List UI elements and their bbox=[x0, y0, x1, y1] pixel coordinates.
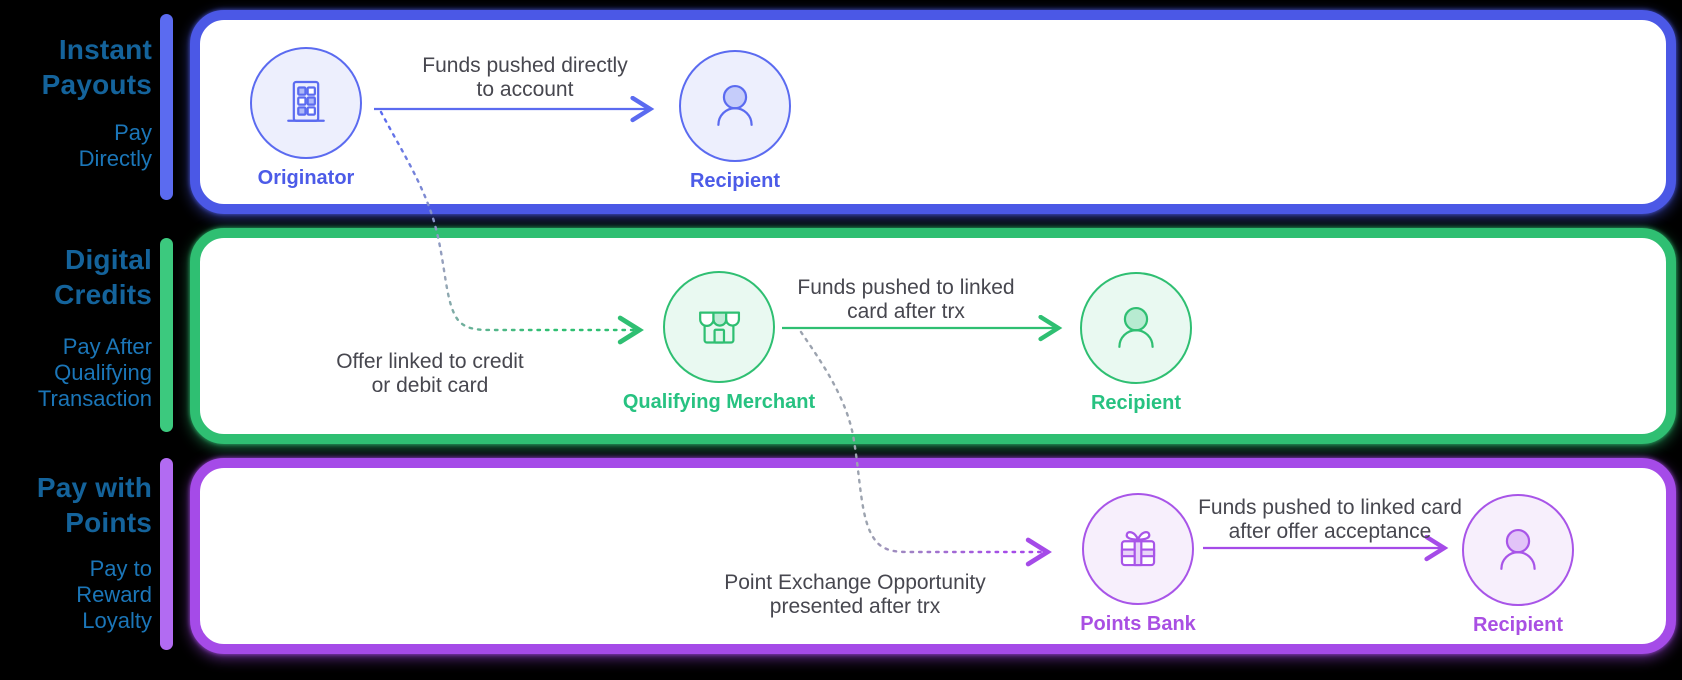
row2-arrow-label-line: Funds pushed to linked bbox=[797, 276, 1015, 299]
row3-inbound-label-line: presented after trx bbox=[769, 595, 941, 618]
points-bank-node bbox=[1082, 493, 1194, 605]
row1-arrow-label: Funds pushed directly to account bbox=[375, 54, 675, 102]
originator-node bbox=[250, 47, 362, 159]
row1-accent-bar bbox=[160, 14, 173, 200]
row2-subtitle-line: Transaction bbox=[37, 386, 152, 411]
row1-title-line: Instant bbox=[58, 34, 152, 65]
row2-arrow-label-line: card after trx bbox=[847, 300, 965, 323]
row2-title-line: Digital bbox=[65, 244, 152, 275]
row3-arrow-label-line: Funds pushed to linked card bbox=[1198, 496, 1462, 519]
person-icon bbox=[1500, 528, 1536, 570]
row3-title-line: Points bbox=[65, 507, 152, 538]
row2-arrow-label: Funds pushed to linked card after trx bbox=[756, 276, 1056, 324]
row3-arrow-label-line: after offer acceptance bbox=[1228, 520, 1432, 543]
row2-accent-bar bbox=[160, 238, 173, 432]
digital-credits-panel bbox=[190, 228, 1676, 444]
row2-subtitle-line: Pay After bbox=[62, 334, 152, 359]
row2-title: Digital Credits bbox=[0, 242, 152, 312]
row3-inbound-label: Point Exchange Opportunity presented aft… bbox=[705, 571, 1005, 619]
row3-subtitle-line: Reward bbox=[76, 582, 152, 607]
row3-inbound-label-line: Point Exchange Opportunity bbox=[724, 571, 986, 594]
row1-recipient-label: Recipient bbox=[689, 170, 781, 192]
row2-recipient-node bbox=[1080, 272, 1192, 384]
row3-arrow-label: Funds pushed to linked card after offer … bbox=[1180, 496, 1480, 544]
row3-title: Pay with Points bbox=[0, 470, 152, 540]
row2-inbound-label-line: or debit card bbox=[371, 374, 489, 397]
person-icon bbox=[717, 84, 753, 126]
row1-subtitle-line: Pay bbox=[114, 120, 152, 145]
row1-arrow-label-line: Funds pushed directly bbox=[422, 54, 628, 77]
row1-subtitle: Pay Directly bbox=[0, 120, 152, 172]
points-bank-label: Points Bank bbox=[1080, 613, 1196, 635]
row3-recipient-node bbox=[1462, 494, 1574, 606]
row2-inbound-label-line: Offer linked to credit bbox=[336, 350, 524, 373]
row3-subtitle-line: Loyalty bbox=[82, 608, 152, 633]
row1-arrow-label-line: to account bbox=[476, 78, 574, 101]
building-icon bbox=[287, 80, 325, 122]
row2-subtitle-line: Qualifying bbox=[54, 360, 152, 385]
qualifying-merchant-label: Qualifying Merchant bbox=[622, 391, 816, 413]
row2-subtitle: Pay After Qualifying Transaction bbox=[0, 334, 152, 412]
row1-title: Instant Payouts bbox=[0, 32, 152, 102]
row2-inbound-label: Offer linked to credit or debit card bbox=[280, 350, 580, 398]
row3-subtitle: Pay to Reward Loyalty bbox=[0, 556, 152, 634]
row2-recipient-label: Recipient bbox=[1090, 392, 1182, 414]
row3-title-line: Pay with bbox=[36, 472, 152, 503]
person-icon bbox=[1118, 306, 1154, 348]
row1-title-line: Payouts bbox=[41, 69, 152, 100]
row2-title-line: Credits bbox=[54, 279, 152, 310]
gift-icon bbox=[1120, 531, 1156, 567]
row3-accent-bar bbox=[160, 458, 173, 650]
qualifying-merchant-node bbox=[663, 271, 775, 383]
row3-subtitle-line: Pay to bbox=[89, 556, 152, 581]
storefront-icon bbox=[699, 311, 741, 344]
originator-label: Originator bbox=[257, 167, 355, 189]
row1-subtitle-line: Directly bbox=[78, 146, 152, 171]
row1-recipient-node bbox=[679, 50, 791, 162]
row3-recipient-label: Recipient bbox=[1472, 614, 1564, 636]
